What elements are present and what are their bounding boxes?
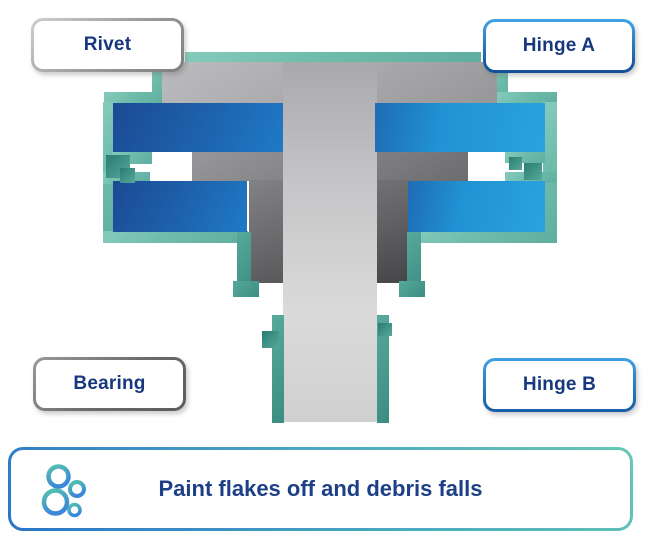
coating-right-upper-horizontal <box>496 92 557 104</box>
caption-banner: Paint flakes off and debris falls <box>8 447 633 531</box>
coating-left-bottom-horizontal <box>103 231 248 243</box>
bubbles-icon <box>41 464 86 518</box>
coating-top-bar <box>185 52 481 62</box>
hinge-b-plate-right <box>408 181 545 232</box>
debris-flake <box>378 323 392 336</box>
hinge-b-plate-left <box>113 181 247 232</box>
hinge-b-label: Hinge B <box>522 374 597 395</box>
rivet-label-box: Rivet <box>31 18 184 72</box>
coating-step-right-foot <box>399 281 425 297</box>
hinge-a-label-box: Hinge A <box>483 19 635 73</box>
coating-step-left-strip <box>237 232 251 296</box>
debris-flake <box>509 157 522 170</box>
debris-flake <box>262 331 279 348</box>
coating-step-left-foot <box>233 281 259 297</box>
bearing-label-box: Bearing <box>33 357 186 411</box>
hinge-a-label: Hinge A <box>522 35 596 56</box>
hinge-b-label-box: Hinge B <box>483 358 636 412</box>
debris-flake <box>120 168 135 183</box>
bearing-label: Bearing <box>73 373 146 394</box>
rivet-label: Rivet <box>83 34 132 55</box>
coating-shaft-right-strip <box>377 315 389 423</box>
bearing-coating-right-upper-strip <box>505 152 545 163</box>
hinge-a-plate-right <box>375 103 545 152</box>
hinge-a-plate-left <box>113 103 283 152</box>
caption-text: Paint flakes off and debris falls <box>158 476 483 501</box>
rivet-shaft <box>283 62 377 422</box>
coating-step-right-strip <box>407 232 421 296</box>
coating-right-bottom-horizontal <box>408 231 557 243</box>
debris-flake <box>524 163 542 180</box>
coating-left-upper-horizontal <box>104 92 164 104</box>
